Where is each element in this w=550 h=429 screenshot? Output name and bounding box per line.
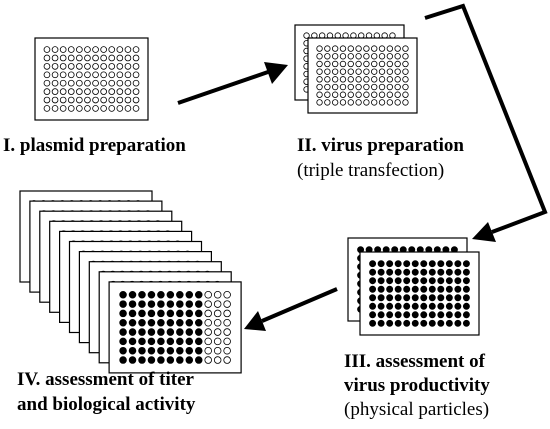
arrows-layer	[177, 3, 548, 331]
step2-title: II. virus preparation	[297, 135, 464, 156]
plate-step4-10	[108, 281, 242, 374]
arrow-step1-to-step2	[177, 62, 288, 105]
step3-subtitle: (physical particles)	[344, 399, 490, 420]
step4-title-line1: IV. assessment of titer	[17, 369, 194, 390]
plate-step2-front	[307, 37, 418, 114]
plate-step3-front	[359, 251, 480, 336]
step3-title-line2: virus productivity	[344, 375, 490, 396]
step4-title-line2: and biological activity	[17, 394, 196, 415]
plates-layer	[19, 24, 480, 374]
plate-step1	[34, 37, 149, 121]
step1-title: I. plasmid preparation	[3, 135, 186, 156]
step3-title-line1: III. assessment of	[344, 351, 485, 372]
arrow-step3-to-step4	[244, 287, 338, 331]
arrow-step2-to-step3	[424, 3, 548, 242]
step2-subtitle: (triple transfection)	[297, 160, 445, 181]
